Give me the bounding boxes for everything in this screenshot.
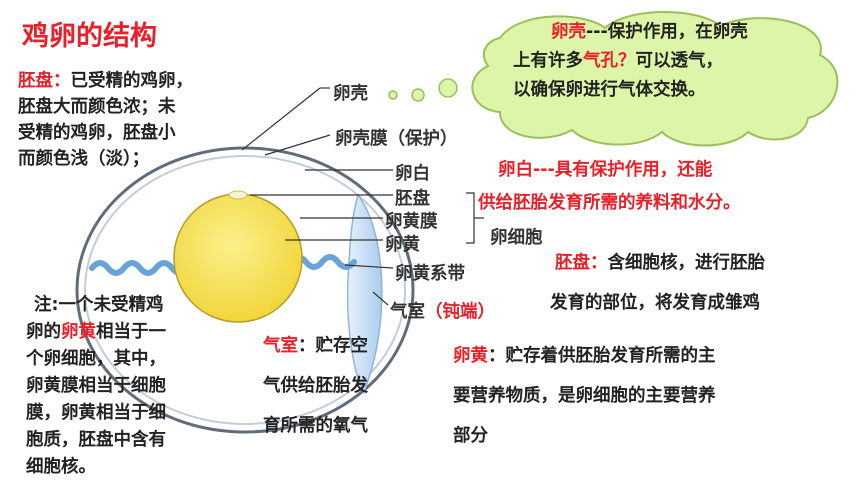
air-cell-note-line3: 育所需的氧气 [263, 416, 368, 436]
label-blastodisc: 胚盘 [395, 189, 430, 209]
leader-lines [241, 87, 484, 306]
yolk-note-line2: 要营养物质，是卵细胞的主要营养 [453, 386, 716, 406]
cloud-line2a: 上有许多 [513, 51, 583, 71]
left-note-line1: 已受精的鸡卵， [70, 71, 194, 91]
cloud-line2c: 可以透气， [635, 51, 724, 71]
cloud-line3: 以确保卵进行气体交换。 [513, 80, 706, 100]
air-cell-note-term: 气室 [263, 336, 298, 356]
blastodisc-note-term: 胚盘： [555, 253, 608, 273]
note2-line5: 膜，卵黄相当于细 [26, 403, 166, 423]
yolk-note: 卵黄：贮存着供胚胎发育所需的主 要营养物质，是卵细胞的主要营养 部分 [453, 336, 716, 456]
note2-line1: 注:一个未受精鸡 [34, 295, 164, 315]
egg-cell-analogy-note: 注:一个未受精鸡 卵的卵黄相当于一 个卵细胞，其中， 卵黄膜相当于细胞 膜，卵黄… [26, 292, 166, 481]
air-cell-note: 气室：贮存空 气供给胚胎发 育所需的氧气 [263, 326, 368, 446]
air-cell-note-line1: ：贮存空 [298, 336, 368, 356]
label-shell-membrane: 卵壳膜（保护） [335, 129, 458, 149]
blastodisc-note-line2: 发育的部位，将发育成雏鸡 [550, 293, 760, 313]
label-air-cell-note: （钝端） [425, 302, 495, 322]
air-cell-note-line2: 气供给胚胎发 [263, 376, 368, 396]
note2-line2b: 卵黄 [61, 322, 96, 342]
left-note-line4: 而颜色浅（淡）； [18, 149, 150, 169]
yolk-note-term: 卵黄 [453, 346, 488, 366]
blastodisc-note-line1: 含细胞核，进行胚胎 [607, 253, 766, 273]
yolk-note-line1: ：贮存着供胚胎发育所需的主 [488, 346, 716, 366]
shell-cloud-note: 卵壳---保护作用，在卵壳 上有许多气孔？可以透气， 以确保卵进行气体交换。 [513, 18, 748, 105]
albumen-note-line1: 卵白---具有保护作用，还能 [498, 160, 713, 180]
note2-line2a: 卵的 [26, 322, 61, 342]
label-shell: 卵壳 [333, 84, 368, 104]
label-egg-cell: 卵细胞 [490, 228, 543, 248]
left-note-line3: 受精的鸡卵，胚盘小 [18, 123, 176, 143]
label-air-cell: 气室（钝端） [390, 298, 495, 323]
albumen-note: 卵白---具有保护作用，还能 [498, 150, 712, 190]
label-air-cell-text: 气室 [390, 302, 425, 322]
label-yolk: 卵黄 [385, 235, 420, 255]
egg-illustration [75, 146, 415, 434]
cloud-term: 卵壳 [551, 22, 586, 42]
cloud-line2b: 气孔？ [583, 51, 636, 71]
left-note-line2: 胚盘大而颜色浓；未 [18, 97, 176, 117]
left-blastodisc-note: 胚盘：已受精的鸡卵， 胚盘大而颜色浓；未 受精的鸡卵，胚盘小 而颜色浅（淡）； [18, 68, 193, 172]
cloud-line1: ---保护作用，在卵壳 [586, 22, 748, 42]
albumen-note-line2: 供给胚胎发育所需的养料和水分。 [478, 193, 741, 213]
cloud-bubble [388, 11, 839, 147]
page-title: 鸡卵的结构 [22, 21, 157, 52]
yolk-note-line3: 部分 [453, 426, 488, 446]
note2-line4: 卵黄膜相当于细胞 [26, 376, 166, 396]
blastodisc-note: 胚盘：含细胞核，进行胚胎 发育的部位，将发育成雏鸡 [550, 243, 766, 323]
label-yolk-membrane: 卵黄膜 [385, 212, 438, 232]
label-chalaza: 卵黄系带 [395, 264, 465, 284]
note2-line7: 细胞核。 [26, 457, 96, 477]
note2-line2c: 相当于一 [96, 322, 166, 342]
label-albumen: 卵白 [395, 164, 430, 184]
note2-line6: 胞质，胚盘中含有 [26, 430, 166, 450]
note2-line3: 个卵细胞，其中， [26, 349, 166, 369]
left-note-term: 胚盘： [18, 71, 71, 91]
